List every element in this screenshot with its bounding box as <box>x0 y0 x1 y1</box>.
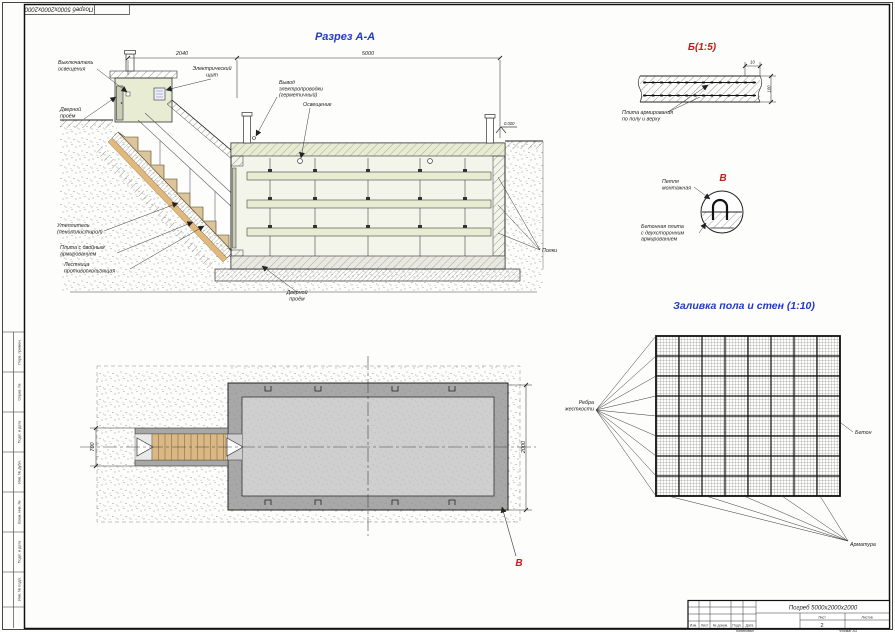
stair-railing <box>137 112 241 221</box>
entrance-shed <box>109 50 178 123</box>
section-view: Разрез А-А <box>57 31 557 302</box>
stairs-section <box>117 131 234 253</box>
detail-v-title: В <box>719 173 726 184</box>
copy-label: Копировал <box>736 629 754 632</box>
dim-700: 700 <box>90 441 96 451</box>
stamp-cell-6: Инв. № подл. <box>18 577 22 601</box>
title-block: Погреб 5000х2000х2000 Лист Листов 2 Изм.… <box>687 599 891 632</box>
dim-2000: 2000 <box>521 440 527 454</box>
sheet-label: Лист <box>818 616 826 620</box>
armored-slab <box>640 76 760 102</box>
lamp-icon <box>297 158 303 164</box>
plan-view: 700 2000 В <box>80 356 536 569</box>
ground-right <box>505 141 543 269</box>
rev-header-4: Дата <box>746 624 754 628</box>
format-label: Формат А3 <box>839 629 857 632</box>
frame-texts: Погреб 5000х2000х2000 Перв. примен. Спра… <box>18 6 94 601</box>
slope-insulation <box>107 137 228 263</box>
cellar-section: 0.000 <box>214 112 521 282</box>
stamp-cell-5: Подп. и дата <box>18 540 22 563</box>
entrance-door <box>116 85 124 121</box>
stamp-cell-2: Подп. и дата <box>18 420 22 443</box>
rev-header-1: Лист <box>701 624 709 628</box>
rev-header-2: № докум. <box>713 624 728 628</box>
elevation-mark <box>495 126 517 134</box>
label-shelves: Полки <box>542 248 557 254</box>
concrete-label: Бетон <box>855 430 872 436</box>
stamp-cell-3: Инв. № дубл. <box>18 460 22 484</box>
anchor-marks <box>264 386 456 505</box>
excavation-boundary <box>96 365 521 523</box>
lamp-icon <box>427 158 433 164</box>
shelves <box>246 158 492 256</box>
pour-title: Заливка пола и стен (1:10) <box>673 300 815 312</box>
light-switch <box>125 91 131 97</box>
sheets-label: Листов <box>861 616 873 620</box>
dim-5000: 5000 <box>362 51 375 57</box>
mounting-loop-icon <box>711 198 729 220</box>
dim-thickness: 100 <box>767 85 772 93</box>
dim-cover: 10 <box>750 60 755 65</box>
stamp-cell-4: Взам. инв. № <box>18 500 22 524</box>
rev-header-0: Изм. <box>690 624 698 628</box>
wiring-outlet <box>252 136 256 140</box>
section-dimensions: 2040 5000 <box>125 51 503 138</box>
titleblock-name: Погреб 5000х2000х2000 <box>789 606 858 612</box>
cellar-door-section <box>232 167 237 249</box>
elevation-value: 0.000 <box>504 121 515 126</box>
label-lighting: Освещение <box>303 102 332 108</box>
plan-marker-v: В <box>515 558 522 569</box>
vent-pipes <box>241 112 496 144</box>
section-title: Разрез А-А <box>315 31 375 43</box>
base-slab <box>214 268 521 282</box>
corner-stamp: Погреб 5000х2000х2000 <box>24 6 93 12</box>
sheet-number: 2 <box>820 623 823 629</box>
plan-dimensions: 700 2000 <box>90 382 532 513</box>
label-insulation: Утеплитель(пенополистирол) <box>57 223 103 235</box>
rev-header-3: Подп. <box>732 624 741 628</box>
rebar-label: Арматура <box>849 542 876 548</box>
detail-b-title: Б(1:5) <box>688 42 717 53</box>
stamp-cell-1: Справ. № <box>18 383 22 400</box>
dim-2040: 2040 <box>175 51 189 57</box>
stamp-cell-0: Перв. примен. <box>18 339 22 364</box>
